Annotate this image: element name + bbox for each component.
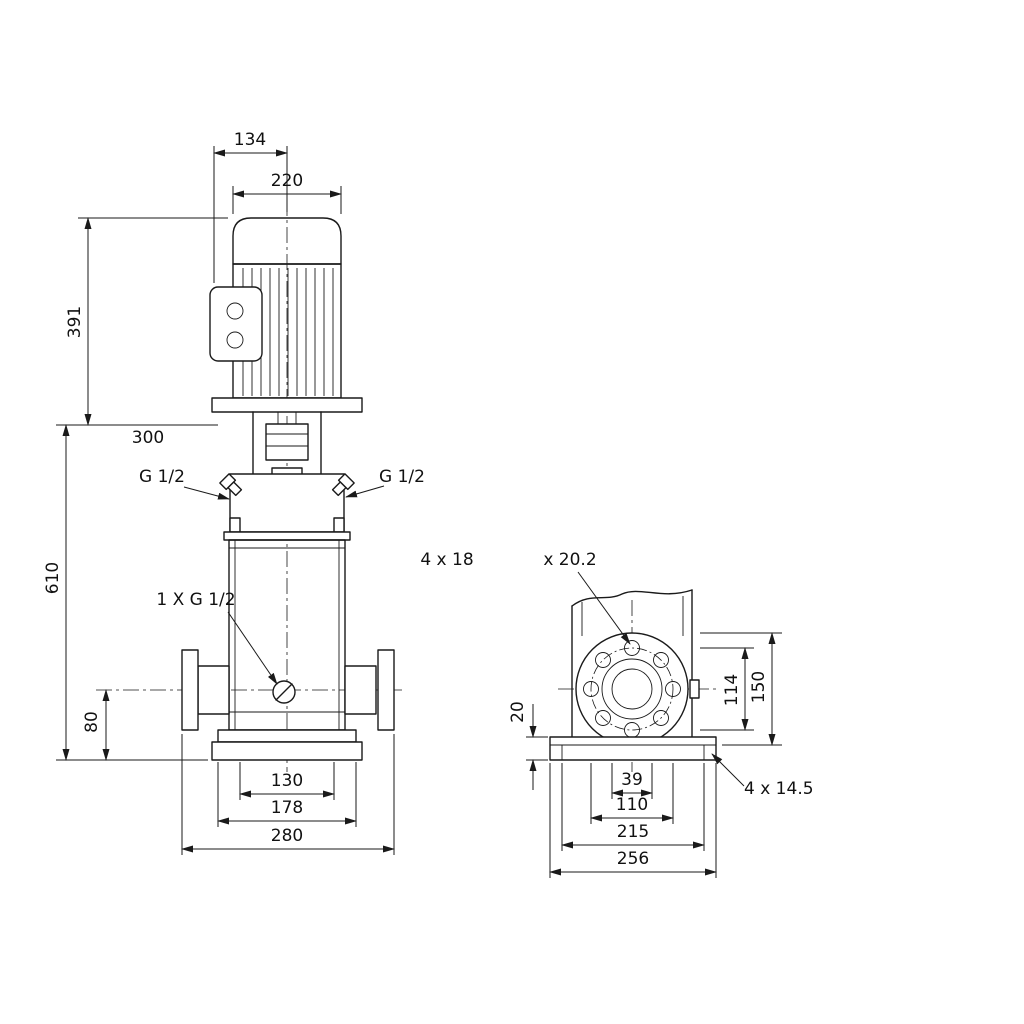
head-block bbox=[229, 473, 345, 533]
side-left-dimensions: 20 bbox=[508, 701, 548, 790]
base-plate-side bbox=[549, 736, 717, 761]
motor bbox=[209, 217, 363, 413]
bore-circle bbox=[611, 668, 653, 710]
port-flange-left bbox=[181, 649, 199, 731]
break-line bbox=[571, 589, 693, 607]
raised-face-circle bbox=[601, 658, 663, 720]
base-front bbox=[211, 729, 363, 761]
port-flanges bbox=[181, 649, 395, 731]
motor-flange bbox=[211, 397, 363, 413]
front-bottom-dimensions: 130 178 280 bbox=[181, 734, 395, 855]
dim-391-label: 391 bbox=[65, 306, 85, 338]
pump-head bbox=[219, 411, 355, 541]
dim-220-label: 220 bbox=[271, 171, 303, 191]
dim-150-label: 150 bbox=[749, 671, 769, 703]
side-right-dimensions: 114 150 bbox=[700, 632, 782, 746]
front-top-dimensions: 134 220 bbox=[213, 130, 342, 283]
cable-entry-top bbox=[226, 302, 244, 320]
base-holes-label: 4 x 14.5 bbox=[744, 779, 814, 799]
dim-610-label: 610 bbox=[43, 562, 63, 594]
head-flange bbox=[223, 531, 351, 541]
head-bolt-right bbox=[333, 517, 345, 533]
counterbore-label: x 20.2 bbox=[543, 550, 596, 570]
pump-column bbox=[571, 589, 693, 738]
motor-fan-cover bbox=[232, 217, 342, 265]
flange-outer-circle bbox=[575, 632, 689, 746]
dim-178-label: 178 bbox=[271, 798, 303, 818]
drain-plug-label: 1 X G 1/2 bbox=[156, 590, 235, 610]
flange-holes-label: 4 x 18 bbox=[420, 550, 473, 570]
plug-right bbox=[331, 473, 355, 497]
drain-plug bbox=[272, 680, 296, 704]
base-foot-front bbox=[211, 741, 363, 761]
gauge-tap bbox=[689, 679, 700, 699]
dim-130-label: 130 bbox=[271, 771, 303, 791]
dim-280-label: 280 bbox=[271, 826, 303, 846]
dim-134-label: 134 bbox=[234, 130, 266, 150]
plug-right-label: G 1/2 bbox=[379, 467, 425, 487]
port-flange-right bbox=[377, 649, 395, 731]
bolt-circle bbox=[590, 647, 674, 731]
dim-215-label: 215 bbox=[617, 822, 649, 842]
head-bolt-left bbox=[229, 517, 241, 533]
plug-left-label: G 1/2 bbox=[139, 467, 185, 487]
port-neck-right bbox=[344, 665, 377, 715]
front-view: 134 220 391 610 300 80 130 bbox=[43, 130, 425, 855]
dim-80-label: 80 bbox=[82, 711, 102, 733]
front-labels: G 1/2 G 1/2 1 X G 1/2 bbox=[139, 467, 425, 685]
cable-entry-bottom bbox=[226, 331, 244, 349]
base-plate-front bbox=[217, 729, 357, 743]
dim-20-label: 20 bbox=[508, 701, 528, 723]
front-left-dimensions: 391 610 300 80 bbox=[43, 217, 228, 761]
side-view: 4 x 18 x 20.2 20 114 150 bbox=[420, 550, 814, 878]
dim-256-label: 256 bbox=[617, 849, 649, 869]
dim-300-label: 300 bbox=[132, 428, 164, 448]
flange-face bbox=[575, 632, 700, 746]
terminal-box bbox=[209, 286, 263, 362]
dim-39-label: 39 bbox=[621, 770, 643, 790]
dim-110-label: 110 bbox=[616, 795, 648, 815]
dim-114-label: 114 bbox=[722, 674, 742, 706]
port-neck-left bbox=[197, 665, 230, 715]
bolt-holes bbox=[583, 640, 681, 738]
side-bottom-dimensions: 39 110 215 256 bbox=[549, 763, 717, 878]
base-hole-callout: 4 x 14.5 bbox=[711, 753, 814, 799]
plug-left bbox=[219, 473, 243, 497]
flange-hole-callout: 4 x 18 x 20.2 bbox=[420, 550, 631, 645]
coupling bbox=[265, 423, 309, 461]
base-side bbox=[549, 736, 717, 761]
